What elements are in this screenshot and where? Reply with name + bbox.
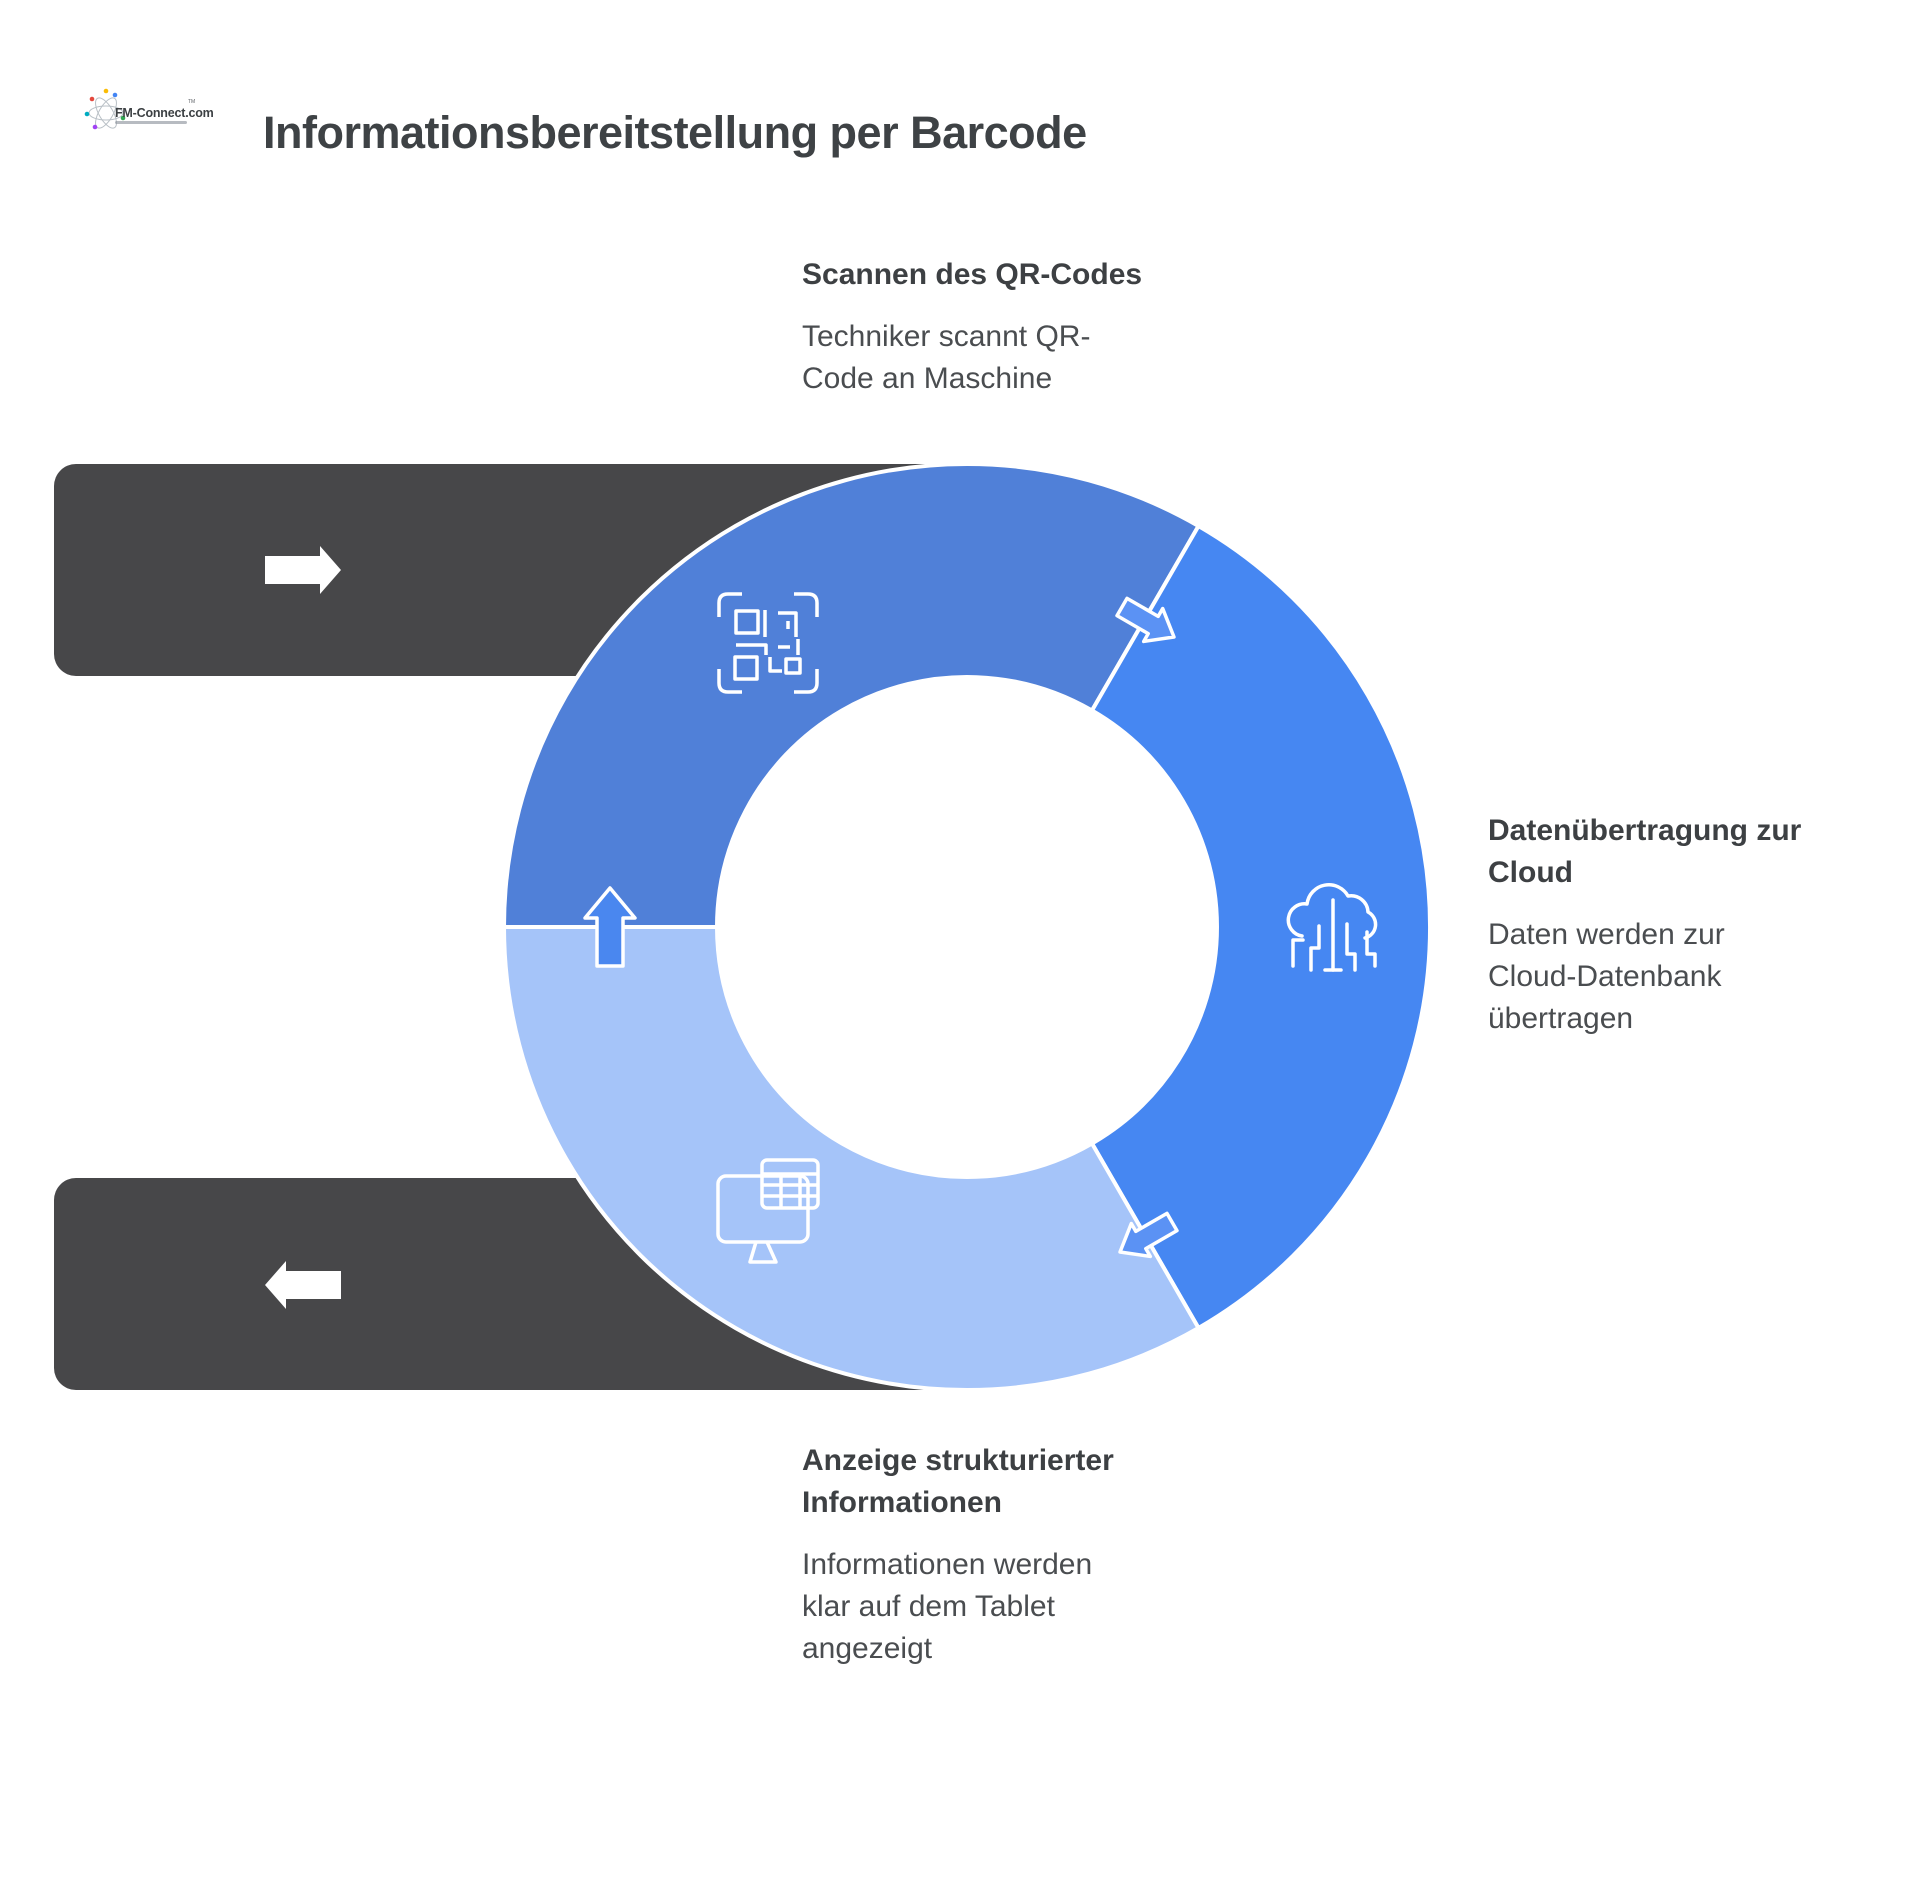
step-3-body: Informationen werden klar auf dem Tablet… [802,1548,1093,1665]
starburst-icon [88,97,124,129]
logo: FM-Connect.com TM [84,88,224,145]
step-2-body: Daten werden zur Cloud-Datenbank übertra… [1488,918,1725,1035]
logo-trademark: TM [188,99,195,105]
step-2-heading: Datenübertragung zur Cloud [1488,814,1802,889]
flow-arrow-cloud-to-display-icon [1118,1211,1179,1259]
donut-segment-cloud [1090,524,1432,1330]
step-3-heading: Anzeige strukturierter Informationen [802,1444,1114,1519]
arrow-left-icon [265,1261,341,1309]
donut-segment-scan [502,461,1201,929]
monitor-table-icon [716,1158,820,1264]
logo-text: FM-Connect.com [115,106,214,120]
qr-scan-icon [717,592,819,694]
step-1-body: Techniker scannt QR- Code an Maschine [802,320,1091,395]
flow-arrow-up-icon [583,886,637,968]
cloud-data-icon [1286,883,1378,972]
logo-graphic: FM-Connect.com TM [84,88,214,130]
step-3-text-block: Anzeige strukturierter Informationen Inf… [802,1440,1242,1670]
page-title: Informationsbereitstellung per Barcode [263,107,1087,158]
step-1-heading: Scannen des QR-Codes [802,258,1143,291]
arrow-right-icon [265,546,341,594]
step-2-text-block: Datenübertragung zur Cloud Daten werden … [1488,810,1920,1040]
flow-arrow-scan-to-cloud-icon [1115,596,1176,644]
donut-segment-display [502,925,1201,1393]
step-1-text-block: Scannen des QR-Codes Techniker scannt QR… [802,254,1242,400]
logo-tagline-line [115,121,187,124]
starburst-dots [84,88,126,130]
